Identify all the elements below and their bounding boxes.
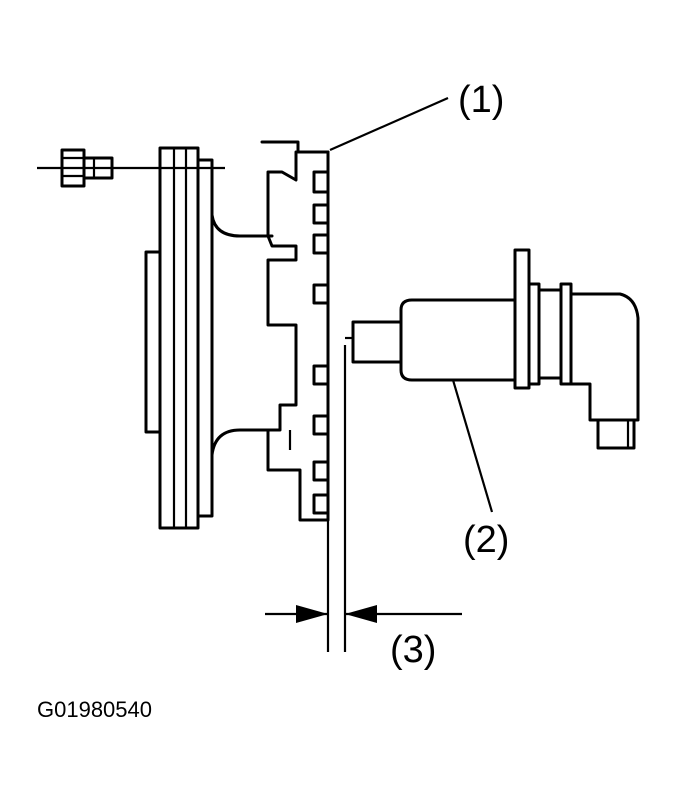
figure-code: G01980540 (37, 697, 152, 722)
bolt (37, 148, 225, 188)
speed-sensor (351, 248, 640, 450)
pulley-hub (144, 146, 274, 530)
gap-reference-lines (326, 336, 353, 652)
callout-2: (2) (463, 519, 509, 561)
leader-lines (329, 96, 494, 513)
callout-3: (3) (390, 629, 436, 671)
toothed-rotor (260, 140, 330, 522)
gap-dimension (265, 605, 462, 623)
callout-1: (1) (458, 79, 504, 121)
